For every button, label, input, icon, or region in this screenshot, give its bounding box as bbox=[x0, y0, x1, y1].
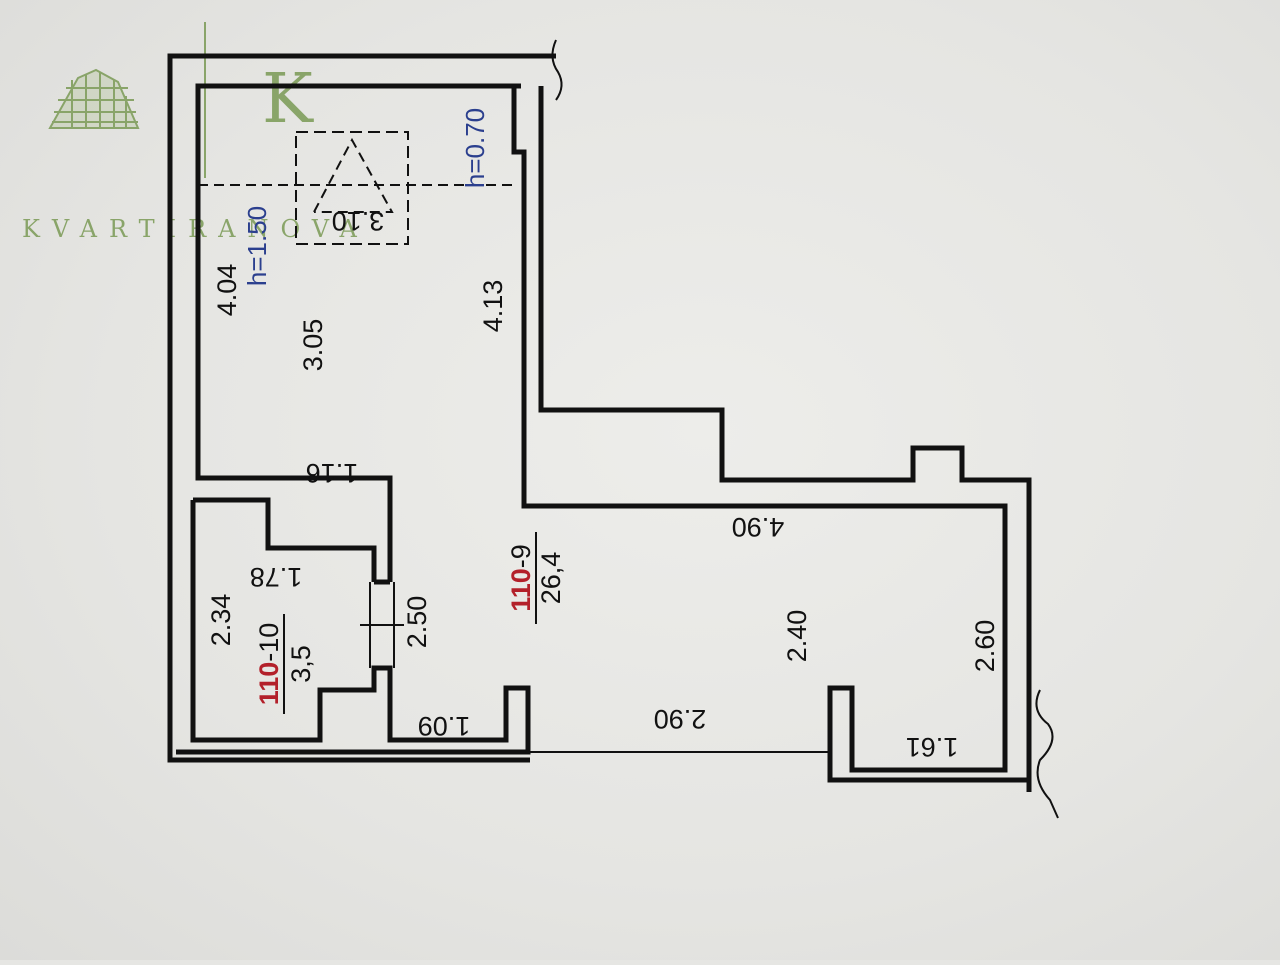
inner-wall-left-bottom bbox=[511, 86, 1029, 783]
room-id-bathroom-prefix: 110 bbox=[254, 662, 284, 706]
dim-1-16: 1.16 bbox=[306, 458, 359, 488]
height-note-high: h=0.70 bbox=[460, 108, 490, 188]
dim-4-04: 4.04 bbox=[212, 264, 242, 317]
watermark-brand: KVARTIRANOVA bbox=[22, 215, 369, 243]
inner-wall-main bbox=[195, 83, 521, 582]
bathroom-door-jamb bbox=[374, 579, 390, 671]
dim-1-61: 1.61 bbox=[906, 732, 959, 762]
dim-2-50: 2.50 bbox=[402, 596, 432, 649]
dim-2-60: 2.60 bbox=[970, 620, 1000, 673]
building-logo-icon bbox=[48, 68, 140, 129]
dim-4-90: 4.90 bbox=[732, 512, 785, 542]
room-label-bathroom: 110-10 3,5 bbox=[254, 614, 316, 714]
dim-2-40: 2.40 bbox=[782, 610, 812, 663]
height-note-low: h=1.50 bbox=[242, 206, 272, 286]
room-id-bathroom: 110-10 bbox=[254, 623, 284, 706]
room-id-main-suffix: -9 bbox=[506, 544, 536, 568]
dim-1-78: 1.78 bbox=[250, 562, 303, 592]
room-area-main: 26,4 bbox=[536, 552, 566, 605]
dim-2-34: 2.34 bbox=[206, 594, 236, 647]
room-id-bathroom-suffix: -10 bbox=[254, 623, 284, 662]
watermark-letter: K bbox=[262, 60, 314, 139]
bathroom-inner-wall bbox=[193, 497, 377, 582]
dim-3-10: 3.10 bbox=[332, 206, 385, 236]
bathroom-door bbox=[360, 582, 404, 668]
watermark: K KVARTIRANOVA bbox=[22, 22, 369, 243]
wall-break-marks bbox=[551, 39, 1059, 819]
room-area-bathroom: 3,5 bbox=[286, 645, 316, 683]
room-label-main: 110-9 26,4 bbox=[506, 532, 566, 624]
dim-2-90: 2.90 bbox=[654, 704, 707, 734]
outer-wall bbox=[167, 53, 556, 763]
dim-4-13: 4.13 bbox=[478, 280, 508, 333]
dim-1-09: 1.09 bbox=[418, 711, 471, 741]
corridor-wall bbox=[538, 86, 1032, 792]
room-id-main: 110-9 bbox=[506, 544, 536, 612]
room-id-main-prefix: 110 bbox=[506, 568, 536, 612]
skylight-symbol bbox=[295, 131, 409, 245]
dim-3-05: 3.05 bbox=[298, 319, 328, 372]
walls bbox=[167, 53, 1032, 792]
